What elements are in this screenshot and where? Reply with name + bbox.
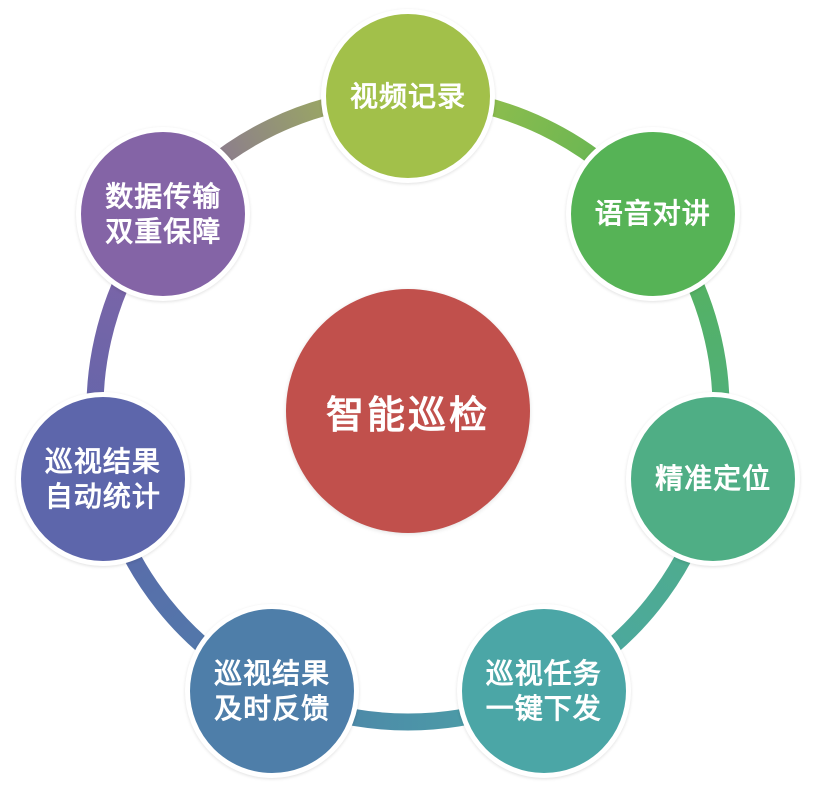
node-label: 巡视结果自动统计 — [45, 444, 161, 514]
node-voice-intercom: 语音对讲 — [565, 126, 740, 301]
node-video-recording: 视频记录 — [321, 9, 495, 183]
node-label: 数据传输双重保障 — [105, 179, 221, 249]
node-label-line: 一键下发 — [485, 693, 602, 724]
node-task-one-key-dispatch: 巡视任务一键下发 — [456, 604, 631, 778]
node-label-line: 及时反馈 — [214, 693, 331, 724]
node-label-line: 巡视结果 — [214, 658, 331, 689]
node-label-line: 精准定位 — [655, 463, 772, 495]
node-result-auto-statistics: 巡视结果自动统计 — [15, 391, 190, 566]
node-label-line: 视频记录 — [349, 80, 466, 112]
node-precise-positioning: 精准定位 — [626, 391, 801, 566]
node-label-line: 巡视任务 — [485, 658, 602, 689]
node-label-line: 语音对讲 — [594, 198, 711, 230]
center-node-smart-inspection: 智能巡检 — [286, 289, 530, 533]
node-label-line: 数据传输 — [105, 180, 222, 212]
center-node-label: 智能巡检 — [325, 394, 490, 437]
node-label-line: 自动统计 — [44, 480, 161, 512]
node-label: 视频记录 — [350, 79, 466, 114]
node-label: 巡视任务一键下发 — [486, 656, 602, 726]
node-label-line: 巡视结果 — [44, 445, 161, 477]
node-label: 语音对讲 — [595, 196, 711, 231]
node-data-transmission-dual-guarantee: 数据传输双重保障 — [76, 126, 251, 301]
node-label: 精准定位 — [655, 461, 771, 496]
node-result-timely-feedback: 巡视结果及时反馈 — [185, 604, 360, 778]
node-label-line: 双重保障 — [105, 215, 222, 247]
node-label: 巡视结果及时反馈 — [214, 656, 330, 726]
